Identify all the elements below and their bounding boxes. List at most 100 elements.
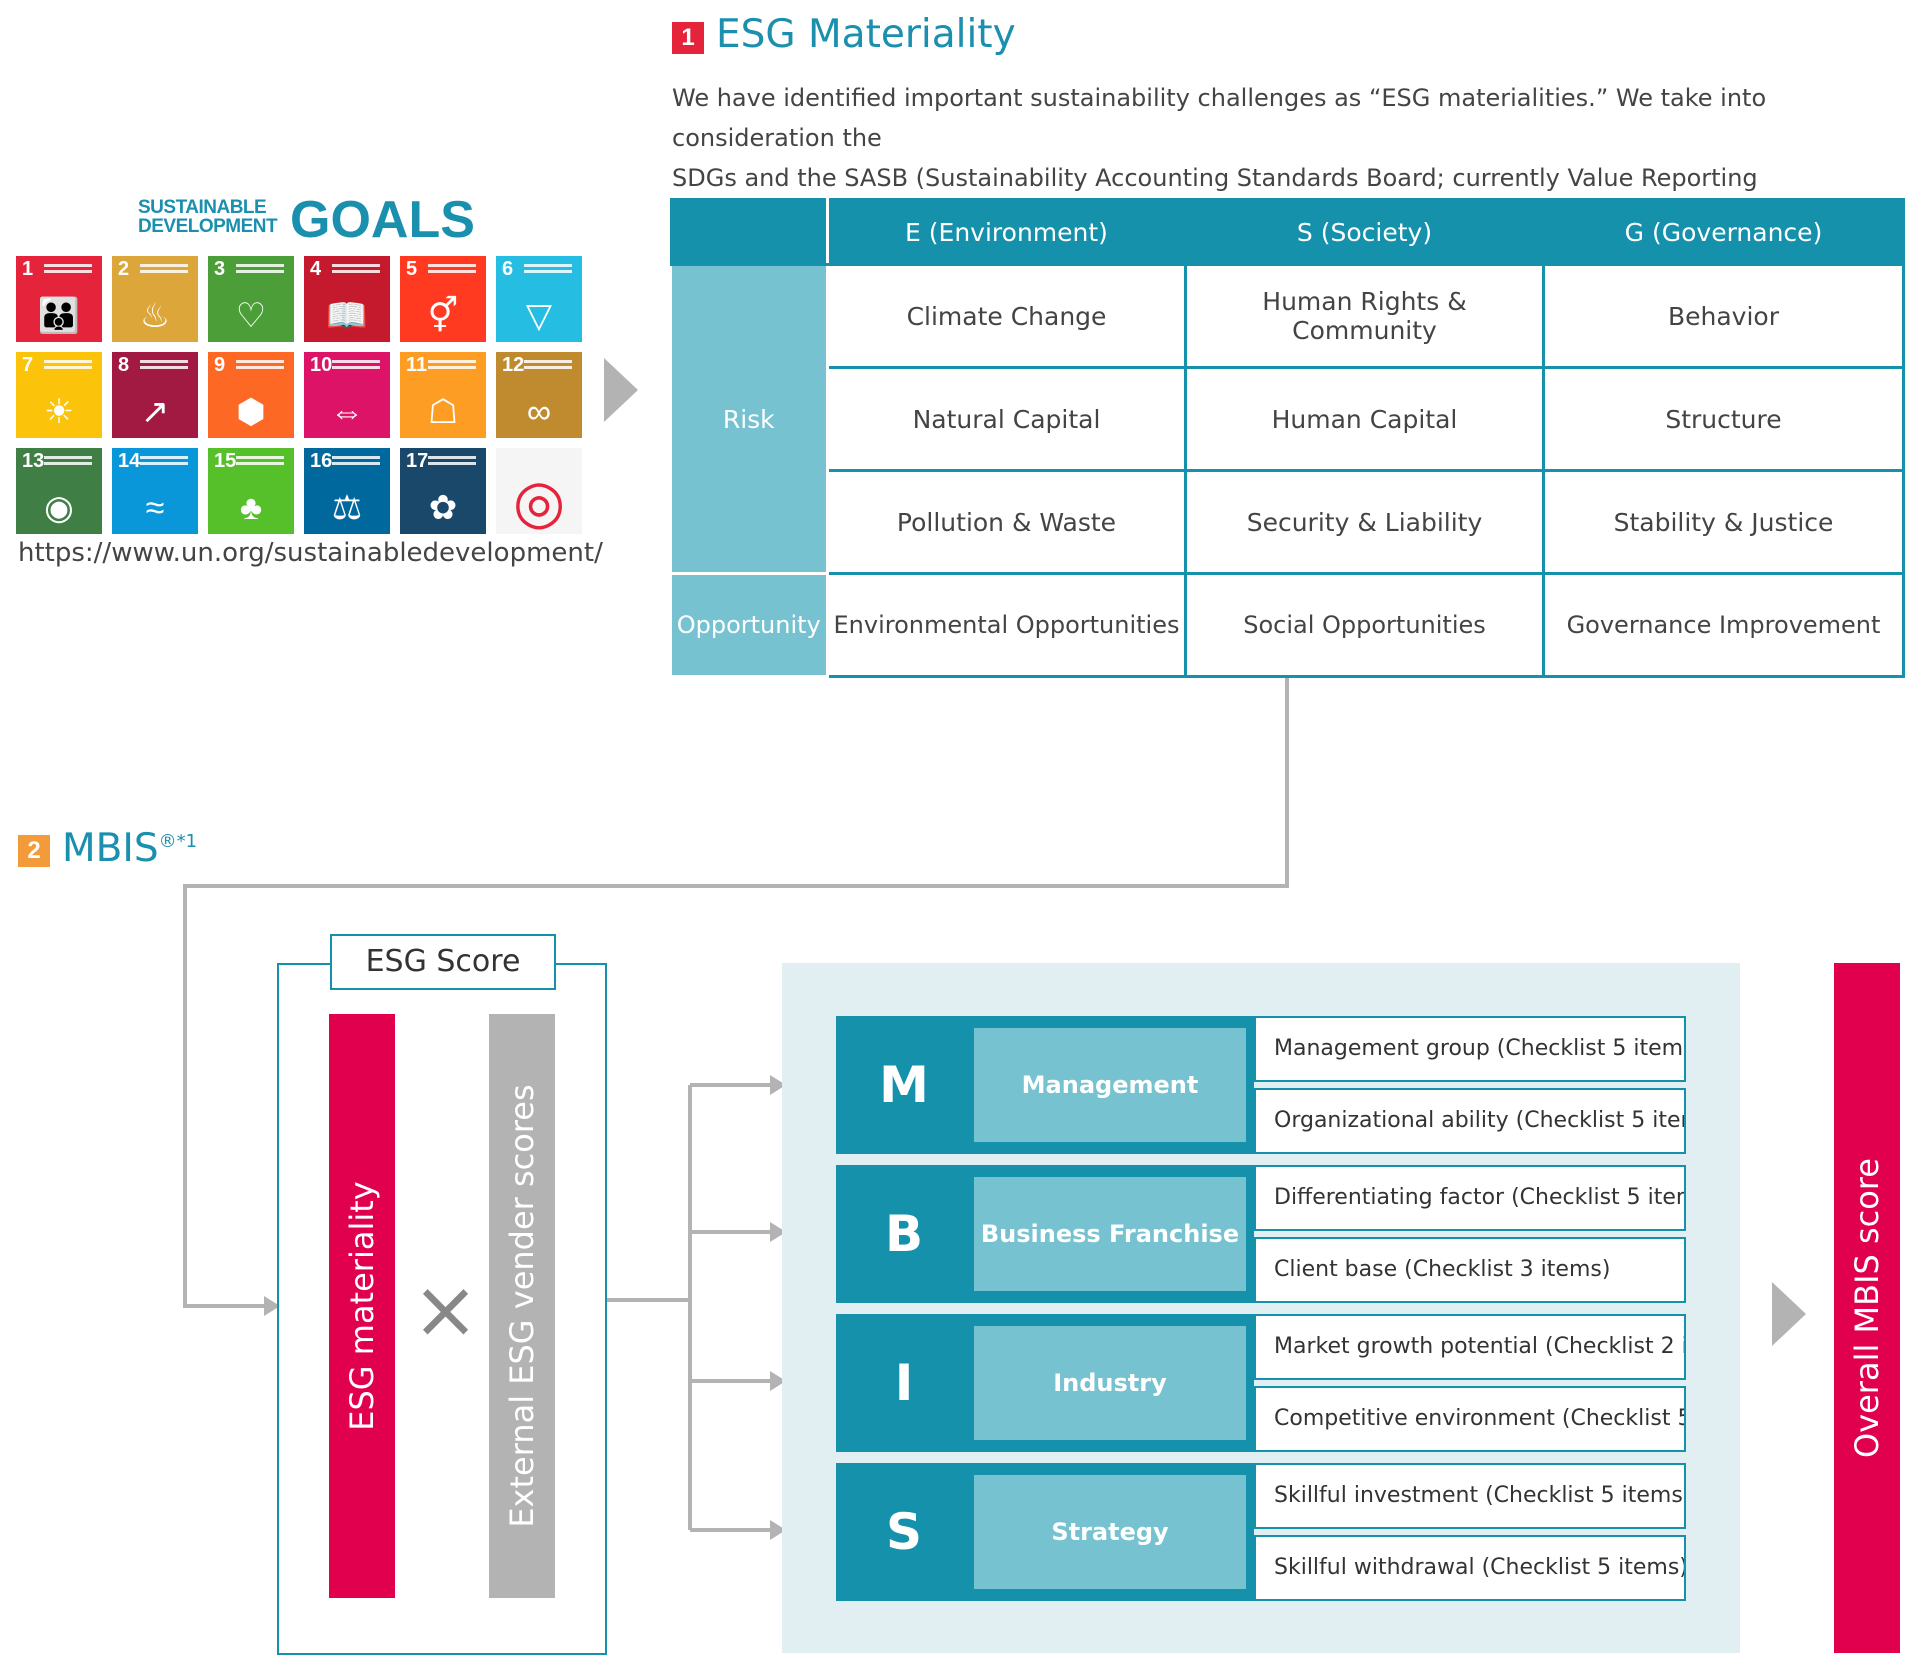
people-icon: 👪	[37, 297, 81, 335]
sdg-tile-caption	[140, 456, 188, 459]
sdg-tile-caption	[140, 360, 188, 363]
sdg-tile-caption	[236, 264, 284, 267]
external-esg-bar-label: External ESG vender scores	[503, 1084, 541, 1528]
section-1-number: 1	[672, 22, 704, 54]
sdg-tile-8: 8↗	[112, 352, 198, 438]
sdg-tile-17: 17✿	[400, 448, 486, 534]
mbis-checklist-item: Skillful investment (Checklist 5 items)	[1254, 1463, 1686, 1529]
sdg-logo: SUSTAINABLE DEVELOPMENT GOALS	[138, 191, 475, 249]
sdg-tile-3: 3♡	[208, 256, 294, 342]
sdg-tile-2: 2♨	[112, 256, 198, 342]
table-cell: Behavior	[1542, 263, 1905, 369]
sdg-tile-7: 7☀	[16, 352, 102, 438]
sdg-wheel-icon: ◎	[512, 468, 566, 534]
sdg-tile-caption	[428, 456, 476, 459]
mbis-checklist-item: Market growth potential (Checklist 2 ite…	[1254, 1314, 1686, 1380]
sdg-tile-12: 12∞	[496, 352, 582, 438]
table-cell: Stability & Justice	[1542, 469, 1905, 575]
sdg-tile-15: 15♣	[208, 448, 294, 534]
mbis-letter: M	[879, 1056, 929, 1114]
mbis-category-name: Strategy	[974, 1475, 1246, 1589]
sdg-tile-number: 11	[406, 354, 428, 376]
sdg-tile-number: 14	[118, 450, 141, 472]
table-cell: Human Capital	[1184, 366, 1545, 472]
mbis-letter: I	[894, 1354, 914, 1412]
growth-chart-icon: ↗	[140, 393, 170, 431]
sdg-tile-caption	[140, 264, 188, 267]
sdg-tile-number: 16	[310, 450, 333, 472]
sdg-tile-number: 2	[118, 258, 130, 280]
mbis-block: B Business Franchise	[836, 1165, 1254, 1303]
sdg-tile-number: 13	[22, 450, 45, 472]
sun-icon: ☀	[43, 393, 75, 431]
sdg-tile-number: 7	[22, 354, 34, 376]
section-1-title: ESG Materiality	[716, 12, 1016, 57]
mbis-checklist-item: Competitive environment (Checklist 5 ite…	[1254, 1386, 1686, 1452]
mbis-block: M Management	[836, 1016, 1254, 1154]
infinity-icon: ∞	[526, 393, 552, 431]
sdg-tile-11: 11☖	[400, 352, 486, 438]
eye-globe-icon: ◉	[44, 489, 74, 527]
sdg-tile-caption	[332, 456, 380, 459]
column-header-society: S (Society)	[1184, 198, 1545, 266]
sdg-tile-number: 3	[214, 258, 226, 280]
sdg-tile-13: 13 ◉	[16, 448, 102, 534]
mbis-checklist-item: Differentiating factor (Checklist 5 item…	[1254, 1165, 1686, 1231]
mbis-block: I Industry	[836, 1314, 1254, 1452]
sdg-logo-line-1: SUSTAINABLE	[138, 197, 267, 218]
section-2-superscript: ®*1	[158, 831, 198, 852]
mbis-letter: B	[884, 1205, 924, 1263]
section-2-number: 2	[18, 835, 50, 867]
esg-materiality-bar-label: ESG materiality	[343, 1181, 381, 1431]
table-corner	[670, 198, 829, 266]
sdg-tile-number: 6	[502, 258, 514, 280]
sdg-tile-4: 4📖	[304, 256, 390, 342]
sdg-tile-wheel: ◎	[496, 448, 582, 534]
esg-materiality-bar: ESG materiality	[329, 1014, 395, 1598]
bowl-icon: ♨	[139, 297, 171, 335]
table-cell: Structure	[1542, 366, 1905, 472]
sdg-tile-number: 4	[310, 258, 322, 280]
arrow-right-icon	[1772, 1282, 1806, 1346]
mbis-checklist-item: Skillful withdrawal (Checklist 5 items)	[1254, 1535, 1686, 1601]
multiply-icon: ×	[412, 1263, 480, 1356]
sdg-tile-caption	[428, 264, 476, 267]
sdg-url: https://www.un.org/sustainabledevelopmen…	[18, 538, 603, 568]
sdg-tile-14: 14≈	[112, 448, 198, 534]
section-2-title-text: MBIS	[62, 826, 159, 871]
sdg-logo-word: GOALS	[290, 191, 475, 249]
overall-mbis-score-bar: Overall MBIS score	[1834, 963, 1900, 1653]
arrow-right-icon	[604, 358, 638, 422]
table-cell: Climate Change	[826, 263, 1187, 369]
overall-mbis-score-label: Overall MBIS score	[1848, 1158, 1886, 1458]
sdg-tile-9: 9⬢	[208, 352, 294, 438]
sdg-tile-caption	[44, 456, 92, 459]
sdg-tile-caption	[236, 360, 284, 363]
sdg-tile-number: 9	[214, 354, 226, 376]
heartbeat-icon: ♡	[235, 297, 267, 335]
sdg-tile-caption	[524, 264, 572, 267]
mbis-category-name: Business Franchise	[974, 1177, 1246, 1291]
sdg-tile-caption	[44, 264, 92, 267]
mbis-category-name: Management	[974, 1028, 1246, 1142]
sdg-tile-5: 5⚥	[400, 256, 486, 342]
tree-icon: ♣	[239, 489, 263, 527]
sdg-tile-caption	[236, 456, 284, 459]
mbis-checklist-item: Organizational ability (Checklist 5 item…	[1254, 1088, 1686, 1154]
sdg-tile-10: 10⇔	[304, 352, 390, 438]
mbis-checklist-item: Management group (Checklist 5 items)	[1254, 1016, 1686, 1082]
book-icon: 📖	[325, 297, 369, 335]
sdg-tile-6: 6▽	[496, 256, 582, 342]
sdg-tile-16: 16⚖	[304, 448, 390, 534]
table-cell: Pollution & Waste	[826, 469, 1187, 575]
water-drop-icon: ▽	[525, 297, 553, 335]
mbis-category-name: Industry	[974, 1326, 1246, 1440]
sdg-tile-number: 1	[22, 258, 34, 280]
row-header-risk: Risk	[671, 263, 829, 575]
table-cell: Security & Liability	[1184, 469, 1545, 575]
column-header-governance: G (Governance)	[1542, 198, 1905, 266]
table-cell: Human Rights & Community	[1184, 263, 1545, 369]
